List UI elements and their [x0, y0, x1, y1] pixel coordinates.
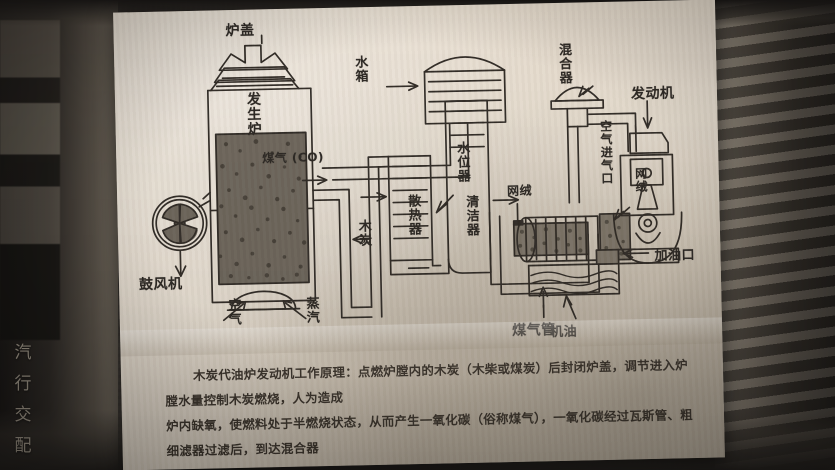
edge-char-3: 交: [14, 405, 32, 425]
mesh-filter-right-texture: [604, 219, 625, 256]
label-furnace-lid: 炉盖: [225, 22, 255, 40]
label-generator: 发生炉: [244, 91, 262, 137]
label-water-tank: 水箱: [352, 55, 368, 84]
label-mesh-left: 网绒: [506, 183, 533, 199]
mixer-leader-arrow-icon: [578, 85, 594, 98]
oil-filler-arrow-icon: [622, 248, 650, 259]
edge-char-2: 行: [14, 374, 32, 394]
water-downcomer-pipe: [321, 122, 470, 181]
furnace-grate-dome: [226, 290, 301, 312]
label-blower: 鼓风机: [138, 276, 183, 294]
charcoal-texture: [218, 139, 307, 281]
oil-sump-shape: [527, 262, 621, 297]
blower-duct: [198, 191, 212, 208]
label-radiator: 散热器: [405, 193, 422, 237]
label-water-level: 水位器: [453, 140, 470, 184]
furnace-lid-shape: [209, 44, 300, 92]
charcoal-arrow-icon: [352, 234, 371, 245]
diagram-poster: 炉盖 发生炉 煤气 (CO) 鼓风机 空气 蒸汽 木炭 散热器 清洁器 水箱 水…: [113, 0, 725, 470]
water-level-arrow-icon: [435, 194, 454, 214]
process-diagram: [151, 34, 683, 322]
water-tank-arrow-icon: [385, 81, 419, 92]
edge-text-column: 汽 行 交 配: [6, 338, 40, 462]
mixer-to-engine-pipe: [586, 112, 638, 153]
edge-char-1: 汽: [14, 343, 32, 363]
label-air: 空气: [225, 297, 241, 327]
engine-shape: [612, 124, 683, 265]
label-coal-gas: 煤气 (CO): [262, 150, 325, 166]
charcoal-chamber-shape: [214, 131, 310, 286]
label-steam: 蒸汽: [303, 296, 319, 325]
air-intake-pipe: [566, 125, 581, 204]
blower-shape: [151, 195, 208, 252]
label-oil-filler: 加油口: [654, 247, 696, 264]
air-steam-arrows-icon: [222, 300, 307, 322]
label-charcoal: 木炭: [355, 219, 372, 248]
background-left-objects: [0, 20, 60, 340]
label-engine: 发动机: [630, 85, 675, 103]
label-mesh-right: 网绒: [633, 166, 649, 194]
engine-leader-arrow-icon: [642, 100, 653, 129]
generator-outlet-pipe: [312, 188, 373, 319]
engine-oil-pointer: [562, 294, 577, 320]
cleaner-outlet-arrow-icon: [492, 195, 520, 205]
water-tank-shape: [423, 56, 507, 125]
background-right-wall: [715, 0, 835, 470]
poster-sheet: 炉盖 发生炉 煤气 (CO) 鼓风机 空气 蒸汽 木炭 散热器 清洁器 水箱 水…: [113, 0, 725, 470]
label-gas-pipe: 煤气管: [511, 322, 556, 339]
label-mixer: 混合器: [555, 42, 572, 85]
coal-gas-arrow-icon: [301, 175, 328, 186]
radiator-to-cleaner-pipe: [389, 258, 450, 276]
mesh-filter-left-shape: [512, 221, 590, 257]
gas-pipe-arrow-icon: [538, 286, 549, 309]
mesh-right-pointer: [613, 206, 631, 221]
label-air-intake: 空气进气口: [598, 119, 614, 186]
radiator-inlet-arrow-icon: [360, 192, 388, 202]
caption-block: 木炭代油炉发动机工作原理：点燃炉膛内的木炭（木柴或煤炭）后封闭炉盖，调节进入炉膛…: [165, 352, 696, 470]
generator-lower-walls: [209, 207, 317, 304]
edge-char-4: 配: [14, 436, 32, 456]
blower-arrow-icon: [174, 250, 187, 278]
filter-drum-shape: [516, 215, 600, 263]
oil-filler-shape: [595, 248, 620, 265]
background-right-slats: [715, 0, 835, 470]
